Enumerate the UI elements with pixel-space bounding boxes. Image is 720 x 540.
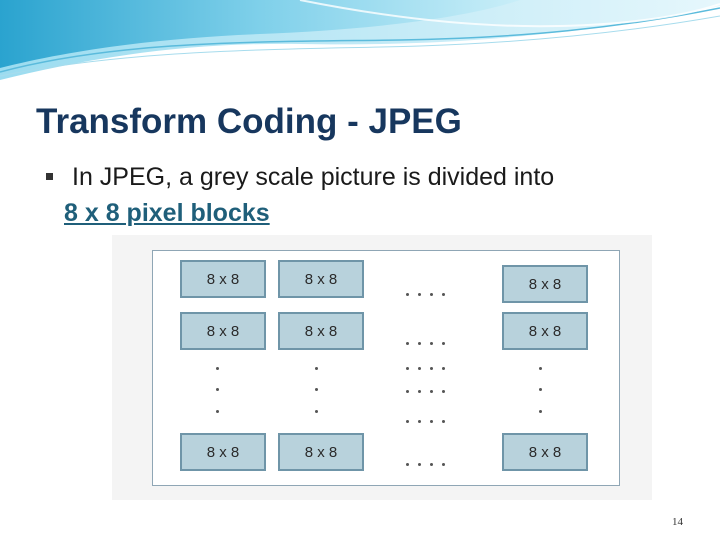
block-row2-col2: 8 x 8	[278, 312, 364, 350]
slide-title: Transform Coding - JPEG	[36, 102, 462, 141]
block-rowlast-col-last: 8 x 8	[502, 433, 588, 471]
block-rowlast-col1: 8 x 8	[180, 433, 266, 471]
header-wave-decoration	[0, 0, 720, 80]
page-number: 14	[672, 516, 683, 528]
square-bullet-icon	[46, 173, 53, 180]
block-row2-col-last: 8 x 8	[502, 312, 588, 350]
block-row2-col1: 8 x 8	[180, 312, 266, 350]
block-row1-col1: 8 x 8	[180, 260, 266, 298]
bullet-text: In JPEG, a grey scale picture is divided…	[72, 163, 555, 191]
block-row1-col2: 8 x 8	[278, 260, 364, 298]
block-rowlast-col2: 8 x 8	[278, 433, 364, 471]
block-row1-col-last: 8 x 8	[502, 265, 588, 303]
pixel-blocks-link[interactable]: 8 x 8 pixel blocks	[64, 199, 270, 227]
